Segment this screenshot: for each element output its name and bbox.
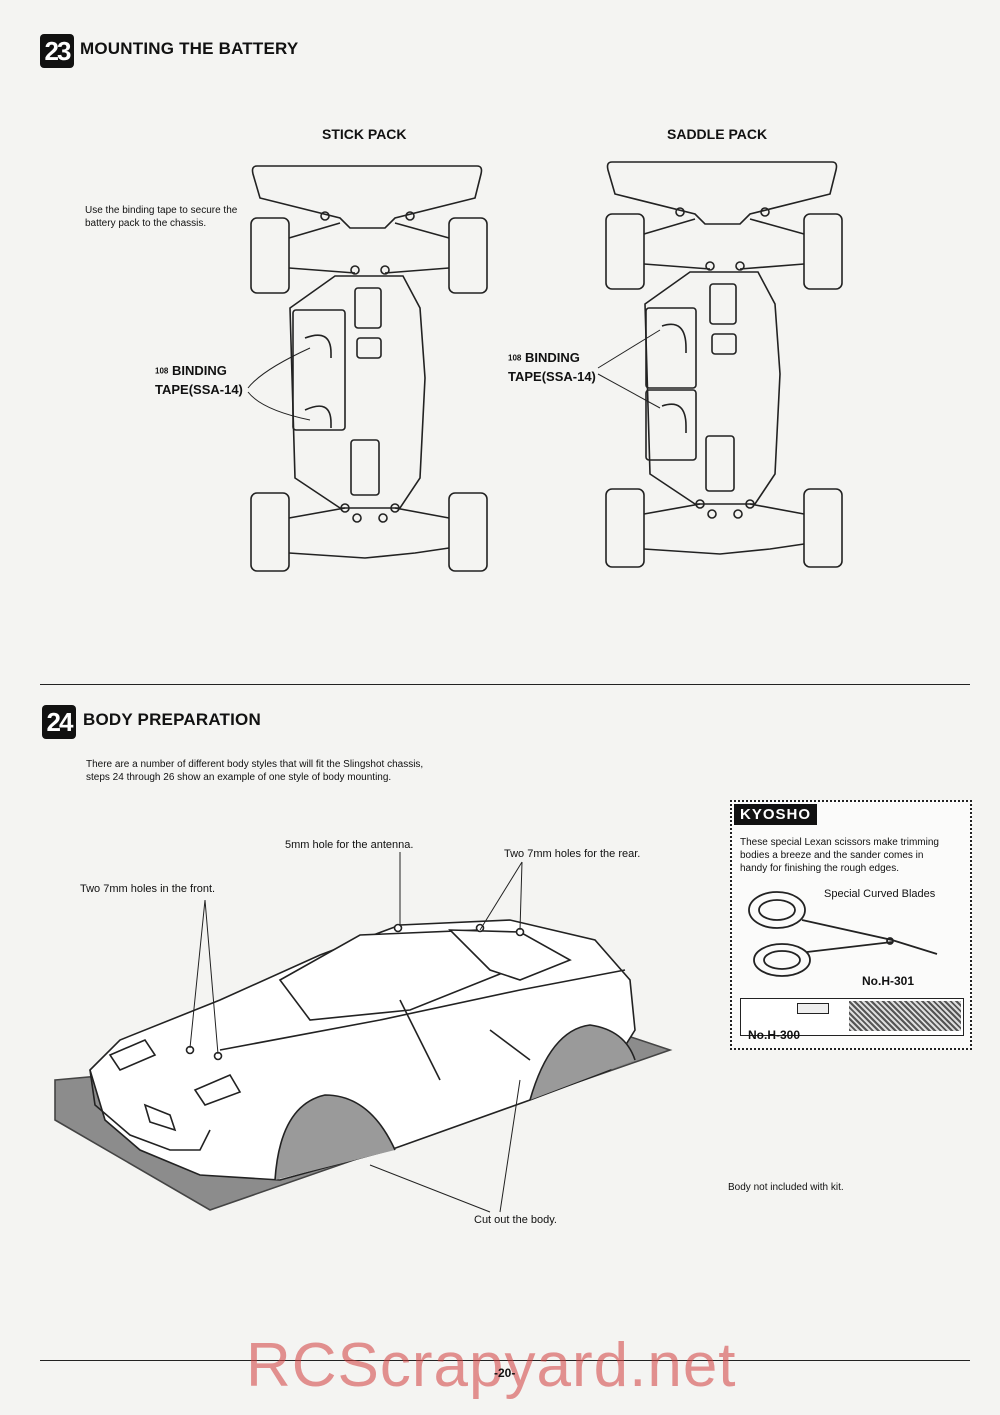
stick-pack-heading: STICK PACK <box>322 126 407 142</box>
page-number: -20- <box>494 1366 516 1380</box>
binding-tape-label-left: 108 BINDING TAPE(SSA-14) <box>155 362 243 399</box>
kyosho-desc-line2: bodies a breeze and the sander comes in <box>740 850 924 861</box>
scissors-part-number: No.H-301 <box>862 974 915 988</box>
front-holes-label: Two 7mm holes in the front. <box>80 883 216 895</box>
footer-divider <box>40 1360 970 1361</box>
kyosho-logo: KYOSHO <box>734 804 818 825</box>
body-intro-line1: There are a number of different body sty… <box>86 759 424 770</box>
section-divider <box>40 684 970 685</box>
binding-tape-note: Use the binding tape to secure the batte… <box>85 205 238 229</box>
sander-surface <box>849 1001 961 1031</box>
binding-label-line2: TAPE(SSA-14) <box>155 381 243 397</box>
kyosho-desc-line1: These special Lexan scissors make trimmi… <box>740 837 939 848</box>
lexan-scissors-icon <box>748 891 938 977</box>
binding-label-line1: BINDING <box>171 363 227 378</box>
body-intro-line2: steps 24 through 26 show an example of o… <box>86 772 392 783</box>
step-23-title: MOUNTING THE BATTERY <box>80 39 299 58</box>
binding-label-line2: TAPE(SSA-14) <box>508 368 596 384</box>
sander-label-plate <box>797 1003 829 1014</box>
binding-label-line1: BINDING <box>524 350 580 365</box>
kyosho-tools-box: KYOSHO These special Lexan scissors make… <box>730 800 972 1050</box>
sander-tool <box>740 998 964 1036</box>
step-24-number: 24 <box>42 705 76 739</box>
body-not-included-note: Body not included with kit. <box>728 1182 844 1193</box>
cut-out-label: Cut out the body. <box>474 1214 557 1226</box>
stick-pack-chassis-illustration <box>250 165 488 572</box>
binding-tape-label-right: 108 BINDING TAPE(SSA-14) <box>508 349 596 386</box>
saddle-pack-chassis-illustration <box>605 161 843 568</box>
antenna-hole-label: 5mm hole for the antenna. <box>285 839 414 851</box>
car-body-illustration <box>54 919 673 1211</box>
step-24-title: BODY PREPARATION <box>83 710 261 729</box>
watermark: RCScrapyard.net <box>246 1331 737 1400</box>
part-number-badge: 108 <box>155 366 169 376</box>
step-23-number: 23 <box>40 34 74 68</box>
saddle-pack-heading: SADDLE PACK <box>667 126 768 142</box>
tape-leader-lines <box>247 329 661 421</box>
sander-part-number: No.H-300 <box>748 1028 801 1042</box>
curved-blades-label: Special Curved Blades <box>824 888 936 900</box>
part-number-badge: 108 <box>508 353 522 363</box>
kyosho-desc-line3: handy for finishing the rough edges. <box>740 863 899 874</box>
rear-holes-label: Two 7mm holes for the rear. <box>504 848 641 860</box>
